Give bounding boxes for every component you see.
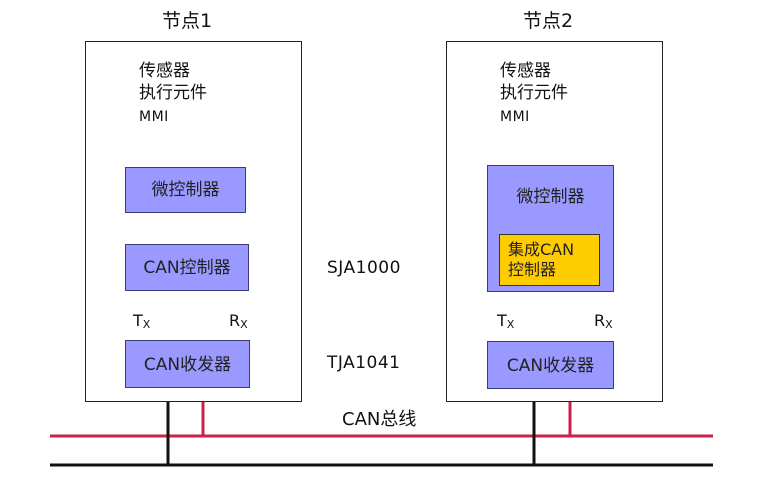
node1-transceiver-label: CAN收发器 [143,355,232,375]
node2-integrated-can-block: 集成CAN 控制器 [499,234,600,286]
node2-title: 节点2 [523,10,574,32]
node1-tx-sub: X [142,318,151,331]
can-bus-label: CAN总线 [340,409,419,431]
node1-actuator-label: 执行元件 [139,83,207,103]
node2-actuator-label: 执行元件 [500,83,568,103]
node1-tx-label: TX [133,311,150,335]
node2-mcu-label: 微控制器 [516,187,585,207]
node2-tx-label: TX [497,311,514,335]
node2-tx-main: T [497,311,507,330]
node2-tx-sub: X [506,318,515,331]
node2-mcu-block: 微控制器 集成CAN 控制器 [487,165,614,292]
node1-tx-main: T [133,311,143,330]
node2-sensor-label: 传感器 [500,61,551,81]
node1-title: 节点1 [162,10,213,32]
node2-transceiver-label: CAN收发器 [506,356,595,376]
node2-integrated-line2: 控制器 [508,260,557,279]
node1-can-controller-label: CAN控制器 [143,258,231,278]
controller-part-label: SJA1000 [327,258,401,278]
node1-mcu-label: 微控制器 [151,180,220,200]
node1-mcu-block: 微控制器 [125,167,246,213]
node1-can-controller-block: CAN控制器 [125,244,249,291]
node2-rx-label: RX [594,311,613,335]
node2-transceiver-block: CAN收发器 [487,341,614,389]
node2-integrated-line1: 集成CAN [508,240,575,259]
node1-transceiver-block: CAN收发器 [125,340,250,388]
node1-rx-sub: X [240,318,248,331]
node1-rx-label: RX [229,311,248,335]
node1-rx-main: R [229,311,241,330]
node1-mmi-label: MMI [139,109,169,125]
node2-mmi-label: MMI [500,109,530,125]
node2-rx-main: R [594,311,606,330]
node2-rx-sub: X [605,318,613,331]
transceiver-part-label: TJA1041 [327,353,401,373]
node1-sensor-label: 传感器 [139,61,190,81]
